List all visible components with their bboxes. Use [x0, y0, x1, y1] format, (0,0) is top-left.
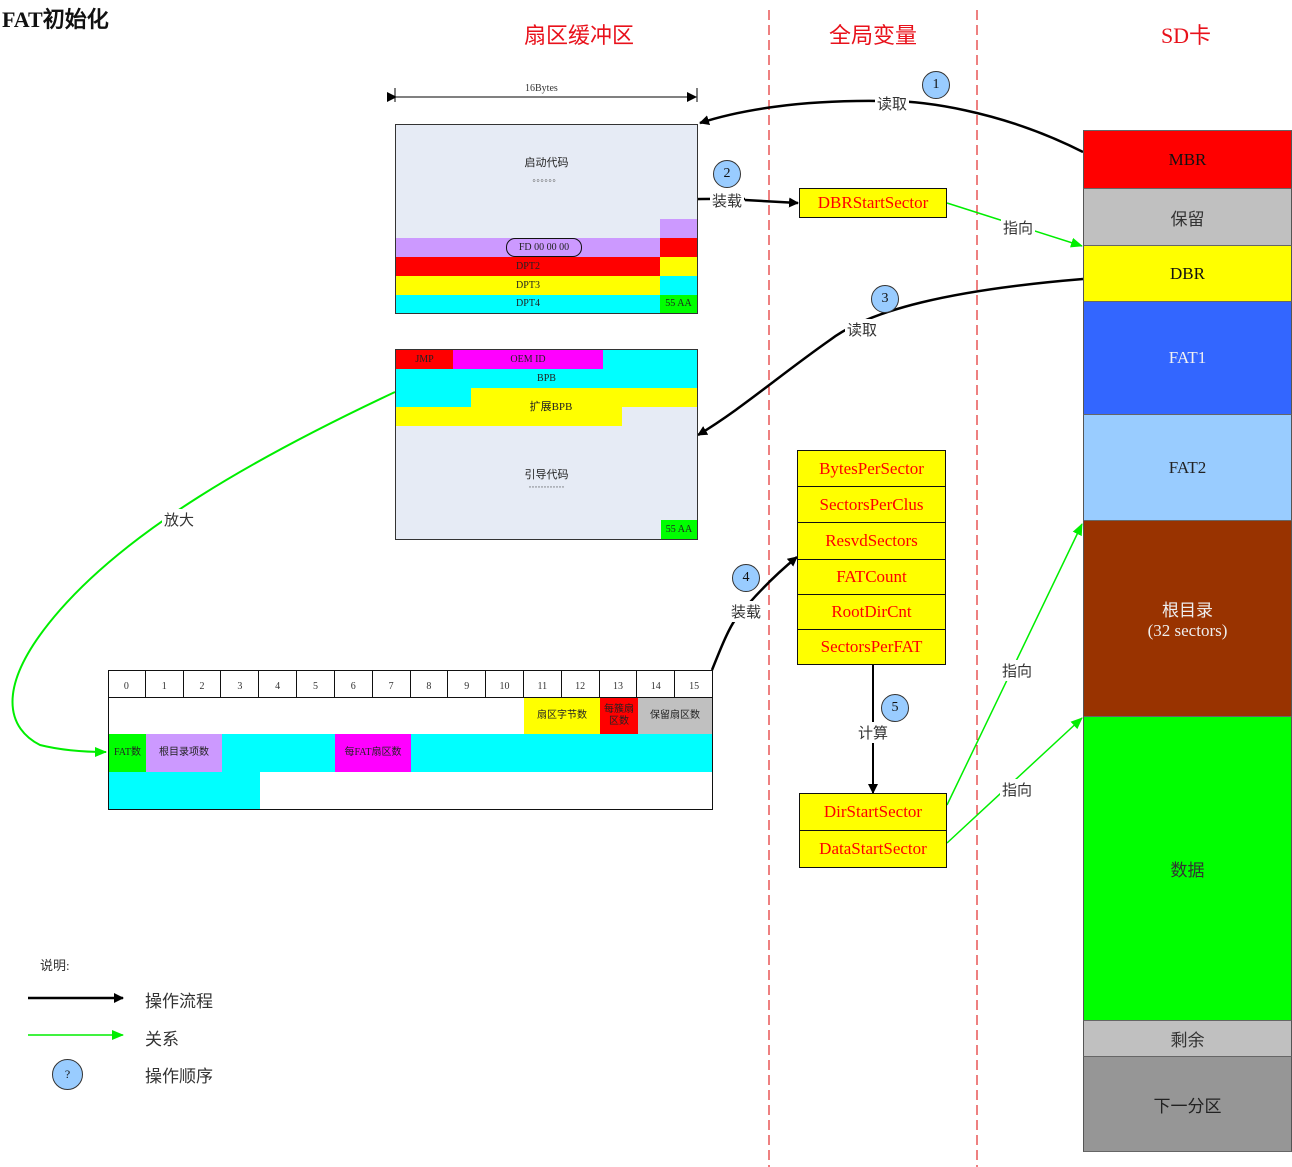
step-1-circle: 1 [922, 71, 950, 99]
dpt-tail-purple [660, 219, 697, 238]
legend-flow-label: 操作流程 [145, 992, 213, 1011]
ext-bpb-start [471, 388, 697, 407]
sdcard-region: 数据 [1083, 716, 1292, 1020]
fat-count-field: FAT数 [109, 734, 146, 772]
bytes-per-sector-field: 扇区字节数 [524, 698, 600, 734]
var-rootdircnt: RootDirCnt [797, 594, 946, 630]
reserved-sectors-field: 保留扇区数 [638, 698, 712, 734]
step-3-circle: 3 [871, 285, 899, 313]
sdcard-region: 剩余 [1083, 1020, 1292, 1056]
bpb-header-cell: 10 [486, 670, 524, 697]
var-bytespersector: BytesPerSector [797, 450, 946, 487]
step-1-label: 读取 [875, 93, 910, 114]
bpb-header-cell: 7 [373, 670, 411, 697]
read-dbr-arrow [697, 277, 1084, 437]
ext-bpb-end [396, 407, 622, 426]
bpb-header-cell: 14 [637, 670, 676, 697]
dpt-tail-cyan [660, 276, 697, 295]
var-sectorsperfat: SectorsPerFAT [797, 629, 946, 665]
var-resvdsectors: ResvdSectors [797, 522, 946, 560]
points-to-dbr-label: 指向 [1001, 217, 1036, 238]
bpb-header-cell: 2 [184, 670, 222, 697]
bpb-header-cell: 5 [297, 670, 335, 697]
var-dirstartsector: DirStartSector [799, 793, 947, 831]
sdcard-region: 保留 [1083, 188, 1292, 245]
bpb-row-3 [109, 772, 260, 809]
var-fatcount: FATCount [797, 559, 946, 595]
boot-code-label: 启动代码 [524, 157, 569, 169]
sdcard-region: FAT2 [1083, 414, 1292, 520]
dpt2-row: DPT2 [396, 257, 660, 276]
step-5-label: 计算 [856, 722, 891, 743]
step-2-label: 装载 [710, 190, 745, 211]
bpb-header-cell: 13 [600, 670, 638, 697]
bpb-end [396, 388, 471, 407]
step-2-circle: 2 [713, 160, 741, 188]
dbr-sector-buffer: JMP OEM ID BPB 扩展BPB 引导代码 ············ 5… [395, 349, 698, 540]
mbr-sector-buffer: 启动代码 。。。。。。 FD 00 00 00 DPT2 DPT3 DPT4 5… [395, 124, 698, 314]
dpt3-row: DPT3 [396, 276, 660, 295]
sdcard-region: FAT1 [1083, 301, 1292, 414]
diagram-title: FAT初始化 [2, 7, 109, 32]
dpt-tail-red [660, 238, 697, 257]
column-header-globals: 全局变量 [828, 23, 917, 48]
bpb-field: BPB [396, 369, 697, 388]
bpb-header-cell: 6 [335, 670, 373, 697]
bpb-header-cell: 0 [108, 670, 146, 697]
step-4-circle: 4 [732, 564, 760, 592]
points-to-data-label: 指向 [1000, 779, 1035, 800]
bpb-header-cell: 15 [689, 681, 700, 692]
root-entries-field: 根目录项数 [146, 734, 222, 772]
jmp-field: JMP [396, 350, 453, 369]
sdcard-region: DBR [1083, 245, 1292, 301]
legend-order-label: 操作顺序 [145, 1067, 213, 1086]
boot-code-dots: 。。。。。。 [532, 174, 561, 183]
bpb-header-cell: 9 [448, 670, 487, 697]
var-dbr-start-sector: DBRStartSector [799, 188, 947, 218]
column-header-buffer: 扇区缓冲区 [523, 23, 634, 48]
dpt1-value: FD 00 00 00 [506, 238, 582, 257]
legend-order-icon: ? [52, 1059, 83, 1090]
bpb-header-cell: 8 [411, 670, 449, 697]
zoom-arrow [11, 391, 396, 757]
bpb-header-cell: 1 [146, 670, 184, 697]
bpb-start [603, 350, 697, 369]
sectors-per-fat-field: 每FAT扇区数 [335, 734, 411, 772]
sdcard-region: MBR [1083, 130, 1292, 188]
bpb-header-cell: 3 [221, 670, 260, 697]
load-dbr-start-arrow-head [744, 197, 799, 208]
dbr-boot-code-label: 引导代码 [524, 469, 569, 481]
step-3-label: 读取 [845, 319, 880, 340]
ext-bpb-label: 扩展BPB [529, 401, 573, 413]
bpb-header-cell: 4 [259, 670, 298, 697]
column-header-sdcard: SD卡 [1160, 23, 1212, 48]
legend-relation-label: 关系 [145, 1030, 179, 1049]
sdcard-region: 下一分区 [1083, 1056, 1292, 1152]
mbr-signature: 55 AA [660, 295, 697, 313]
var-sectorsperclus: SectorsPerClus [797, 486, 946, 523]
dbr-boot-code-dots: ············ [528, 482, 565, 492]
legend-title: 说明: [40, 958, 70, 973]
dpt4-row: DPT4 [396, 295, 660, 313]
step-4-label: 装载 [729, 601, 764, 622]
points-to-rootdir-label: 指向 [1000, 660, 1035, 681]
width-label: 16Bytes [523, 83, 560, 94]
sdcard-region: 根目录 (32 sectors) [1083, 520, 1292, 716]
sectors-per-cluster-field: 每簇扇区数 [600, 698, 638, 734]
step-5-circle: 5 [881, 694, 909, 722]
dbr-signature: 55 AA [661, 520, 697, 539]
bpb-header-divider [108, 697, 713, 698]
zoom-label: 放大 [162, 509, 197, 530]
bpb-header-cell: 12 [562, 670, 600, 697]
var-datastartsector: DataStartSector [799, 830, 947, 868]
dpt-tail-yellow [660, 257, 697, 276]
oem-id-field: OEM ID [453, 350, 603, 369]
bpb-header-cell: 11 [524, 670, 562, 697]
